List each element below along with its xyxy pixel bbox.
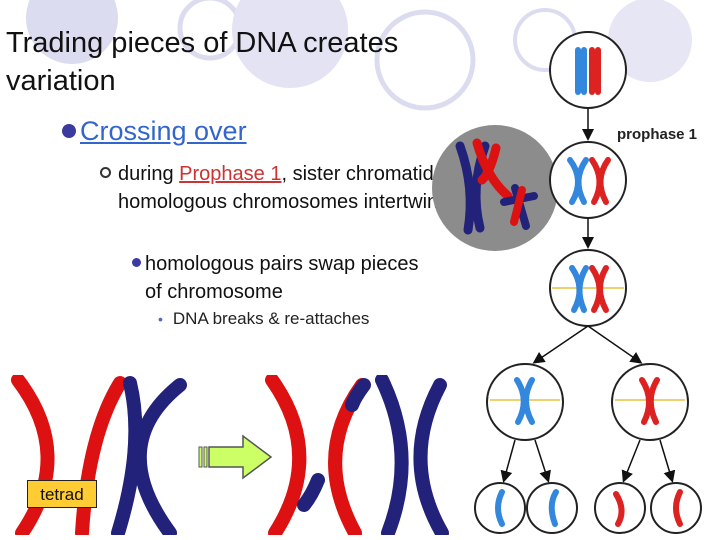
crossing-over-link[interactable]: Crossing over	[80, 116, 247, 146]
bullet-dna-breaks: • DNA breaks & re-attaches	[158, 309, 369, 329]
bullet-icon	[62, 124, 76, 138]
bullet2-text-post: , sister chromatids of homologous chromo…	[118, 163, 466, 213]
bullet3-text: homologous pairs swap pieces of chromoso…	[145, 253, 419, 303]
small-bullet-icon: •	[158, 311, 163, 327]
prophase-1-label: prophase 1	[617, 126, 698, 143]
dot-bullet-icon	[132, 258, 141, 267]
bullet2-text-pre: during	[118, 163, 180, 185]
prophase-1-link[interactable]: Prophase 1	[179, 163, 282, 185]
arrow-right-icon	[198, 434, 273, 480]
chromosome-closeup-image	[432, 125, 558, 251]
bullet-homologous-pairs: homologous pairs swap pieces of chromoso…	[132, 250, 432, 306]
crossing-over-diagram	[11, 375, 449, 535]
ring-bullet-icon	[100, 167, 111, 178]
bullet-prophase: during Prophase 1, sister chromatids of …	[100, 160, 482, 216]
bullet-crossing-over: Crossing over	[62, 116, 247, 147]
slide-title: Trading pieces of DNA creates variation	[6, 27, 399, 97]
bullet4-text: DNA breaks & re-attaches	[172, 309, 370, 328]
meiosis-diagram	[474, 31, 702, 534]
tetrad-label: tetrad	[27, 480, 97, 508]
